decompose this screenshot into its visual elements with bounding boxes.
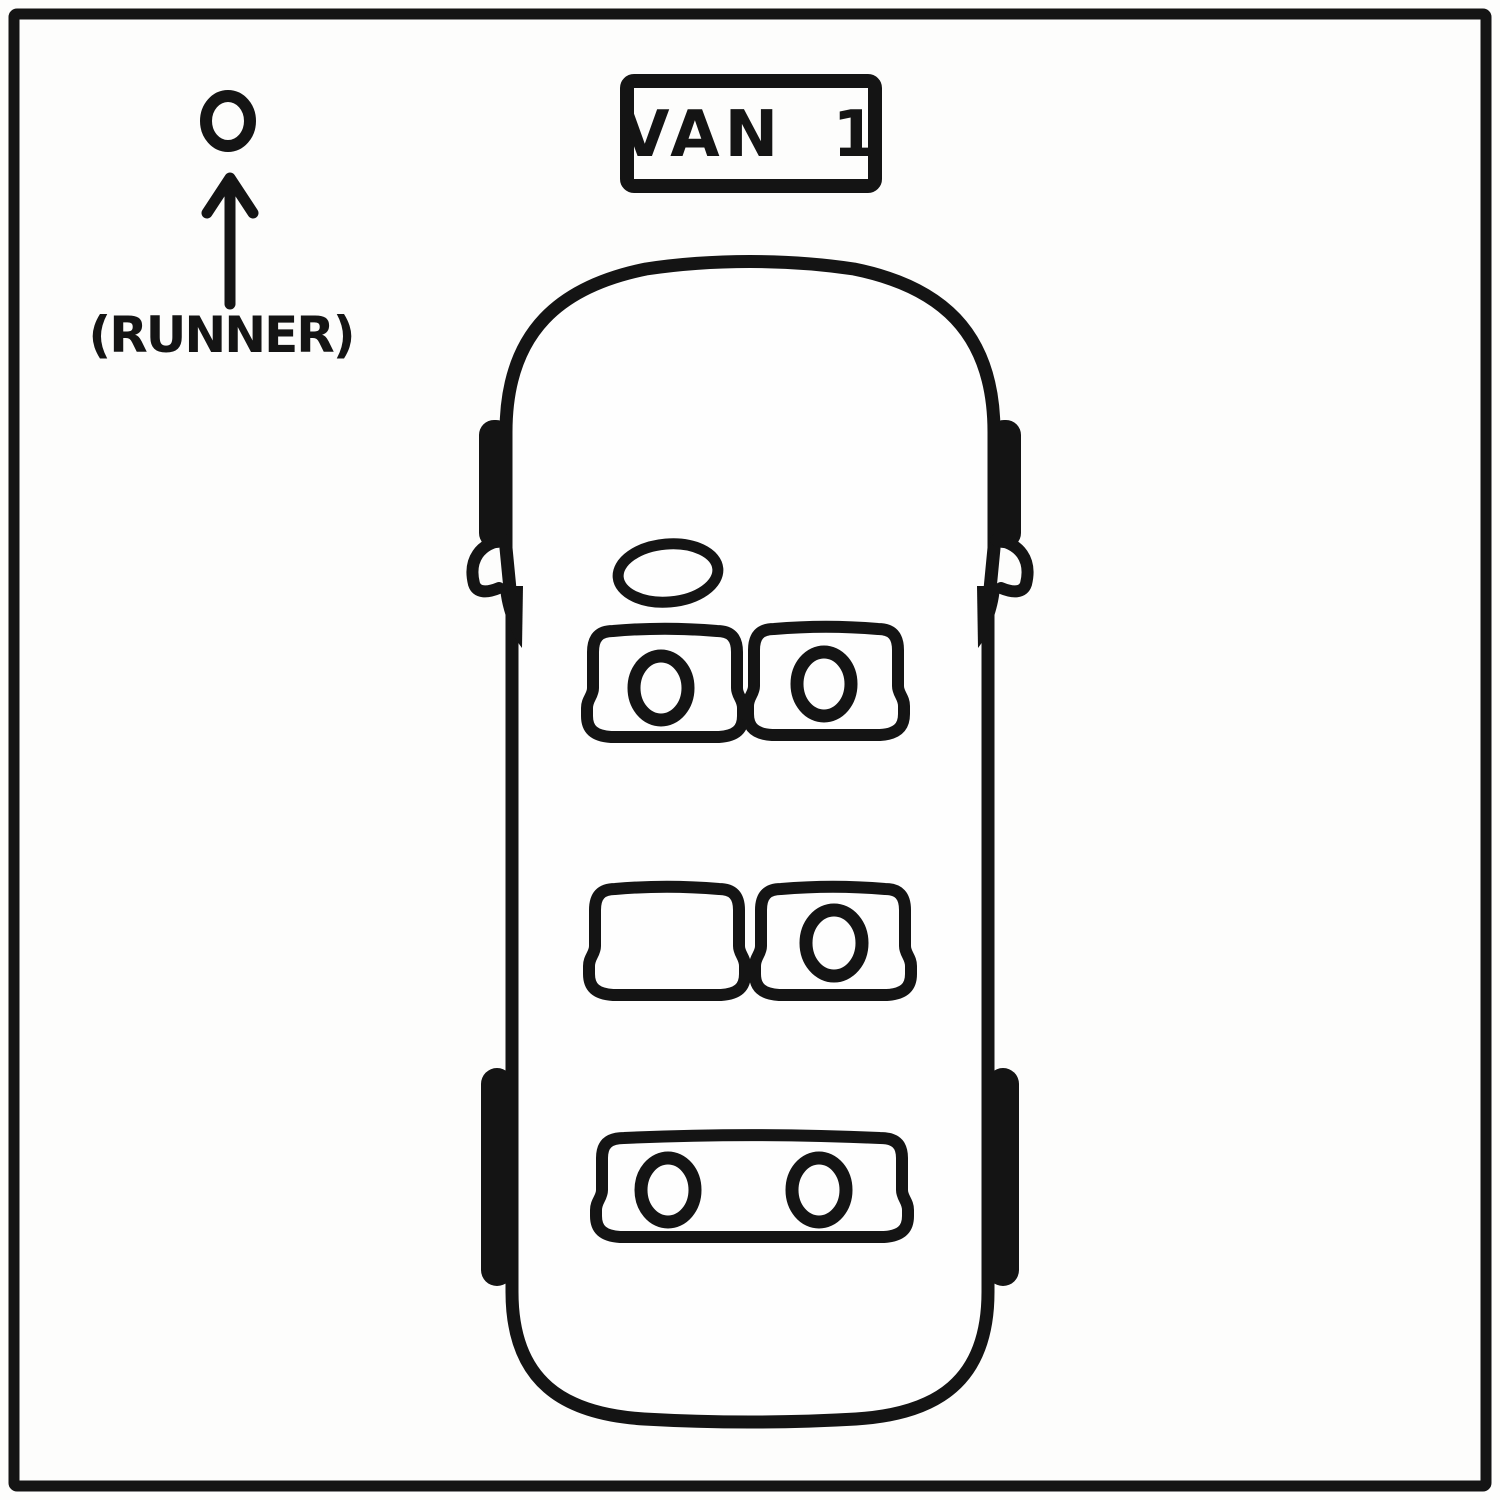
mirror-right-base xyxy=(977,586,1000,648)
van-label-text: VAN 1 xyxy=(620,98,882,172)
runner-indicator: (RUNNER) xyxy=(88,90,356,364)
occupant-front-right xyxy=(790,645,858,723)
occupant-back-right xyxy=(785,1151,853,1229)
frame-border xyxy=(8,8,1492,1492)
van-body xyxy=(499,255,1001,1429)
van-top-view xyxy=(466,255,1034,1429)
van-label: VAN 1 xyxy=(620,74,882,193)
occupant-middle-right xyxy=(799,903,869,983)
mirror-left xyxy=(466,534,510,598)
steering-wheel xyxy=(612,538,724,608)
runner-dot xyxy=(200,90,256,152)
runner-label: (RUNNER) xyxy=(88,306,353,364)
runner-arrowhead-icon xyxy=(201,172,259,219)
wheel-rear-left xyxy=(481,1068,513,1286)
mirror-left-base xyxy=(500,586,523,648)
occupant-front-left xyxy=(627,649,695,727)
occupant-back-left xyxy=(634,1151,702,1229)
van-label-box xyxy=(620,74,882,193)
mirror-right xyxy=(990,534,1034,598)
wheel-rear-right xyxy=(987,1068,1019,1286)
seat-middle-left xyxy=(589,887,745,995)
